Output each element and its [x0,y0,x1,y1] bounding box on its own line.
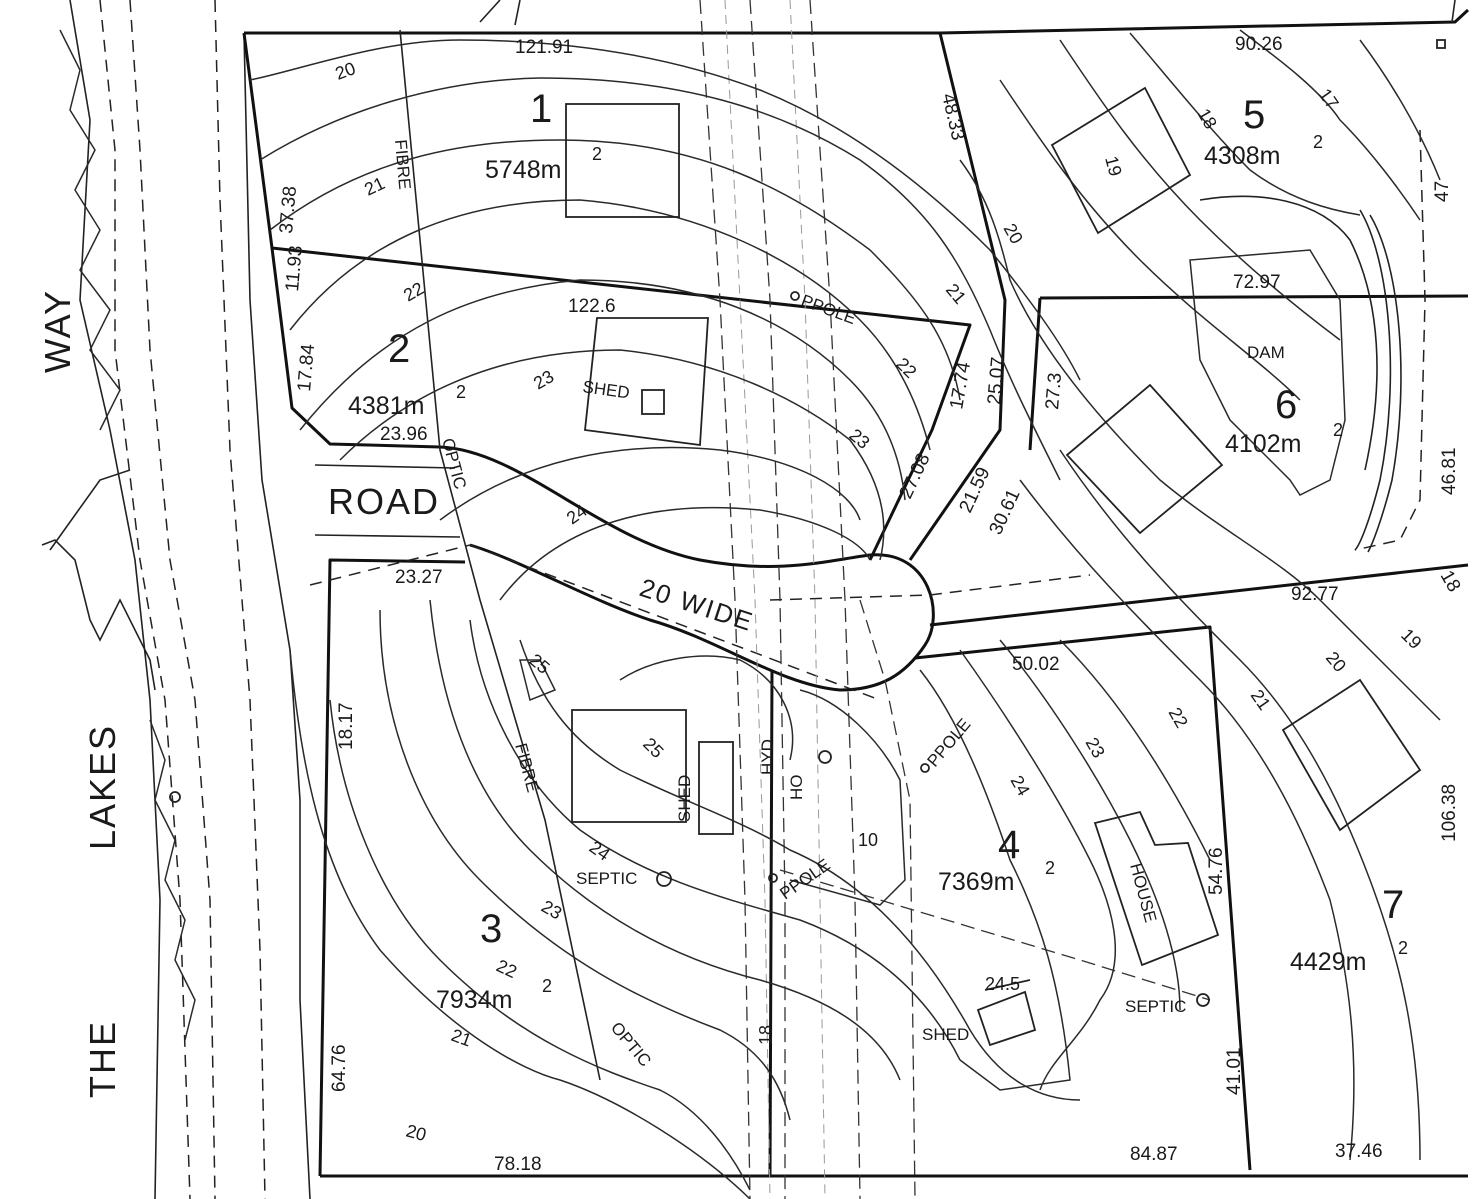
dim-label: 72.97 [1233,272,1281,293]
lot-2-number: 2 [388,327,410,371]
dim-label: 78.18 [494,1154,542,1175]
lot-3: 3 7934m 2 [436,907,552,1014]
lot-7-area-sup: 2 [1398,938,1408,958]
street-label-way: WAY [37,289,78,373]
dim-label: 46.81 [1439,447,1460,495]
lot-7: 7 4429m 2 [1290,883,1408,976]
dim-label: 41.01 [1224,1047,1245,1095]
dim-label: 37.38 [276,185,301,234]
street-label-lakes: LAKES [82,724,123,850]
dim-label: 122.6 [568,296,616,317]
lot-4-area-sup: 2 [1045,858,1055,878]
hyd-label: HYD [758,739,777,775]
lot-4-area: 7369m [938,868,1014,896]
lot-boundaries [242,32,1469,1177]
shed-label: SHED [675,775,694,822]
lot-5: 5 4308m 2 [1204,93,1323,170]
dim-label: 84.87 [1130,1144,1178,1165]
lot-6: 6 4102m 2 [1225,383,1343,458]
dim-label: 47 [1432,181,1453,202]
road-20-wide [309,445,1091,701]
lot-5-area: 4308m [1204,142,1280,170]
lot-4: 4 7369m 2 [938,823,1055,896]
lot-6-area: 4102m [1225,430,1301,458]
lot-3-area: 7934m [436,986,512,1014]
dim-label: 25.07 [984,356,1009,405]
lot-5-area-sup: 2 [1313,132,1323,152]
contour-label-10: 10 [858,830,878,850]
boundary-dimensions: 121.91 90.26 37.38 11.93 17.84 48.33 47 … [276,34,1464,1175]
dim-label: 106.38 [1439,784,1460,842]
lot-6-area-sup: 2 [1333,420,1343,440]
dim-label: 64.76 [329,1044,350,1092]
dim-label: 90.26 [1235,34,1283,55]
dim-label: 17.84 [294,343,319,393]
septic-label: SEPTIC [576,869,637,888]
lot-7-number: 7 [1382,883,1404,927]
lot-1-area: 5748m [485,156,561,184]
dim-label: 92.77 [1291,584,1339,605]
lot-2-area: 4381m [348,392,424,420]
lot-1: 1 5748m 2 [485,87,602,184]
septic-label: SEPTIC [1125,997,1186,1016]
ho-label: HO [787,775,806,801]
top-edge-lines [479,0,1456,26]
lot-1-area-sup: 2 [592,144,602,164]
dim-label: 54.76 [1206,847,1227,895]
dim-label: 121.91 [515,37,573,58]
lot-3-number: 3 [480,907,502,951]
the-lakes-way-road [41,0,311,1199]
dam-label: DAM [1247,343,1285,362]
service-lines [399,0,1426,1199]
contour-label: 18 [756,1025,776,1045]
dim-label: 27.3 [1042,372,1066,411]
street-label-the: THE [82,1020,123,1098]
lot-3-area-sup: 2 [542,976,552,996]
dim-label: 11.93 [282,245,307,293]
dim-label: 18.17 [336,702,357,750]
lot-2: 2 4381m 2 [348,327,466,420]
building-envelopes [169,39,1446,1047]
dim-label: 37.46 [1335,1141,1383,1162]
lot-1-number: 1 [530,87,552,131]
street-label-road: ROAD [328,481,440,522]
top-boundary [244,8,1470,35]
lot-7-area: 4429m [1290,948,1366,976]
lot-2-area-sup: 2 [456,382,466,402]
contour-label-24-5: 24.5 [985,974,1020,994]
fibre-label: FIBRE [391,139,414,191]
lot-6-number: 6 [1275,383,1297,427]
lot-5-number: 5 [1243,93,1265,137]
dim-label: 50.02 [1012,654,1060,675]
dim-label: 23.96 [380,424,428,445]
dim-label: 23.27 [395,567,443,588]
contour-lines [249,29,1441,1199]
lot-4-number: 4 [998,823,1020,867]
shed-label: SHED [922,1025,969,1044]
